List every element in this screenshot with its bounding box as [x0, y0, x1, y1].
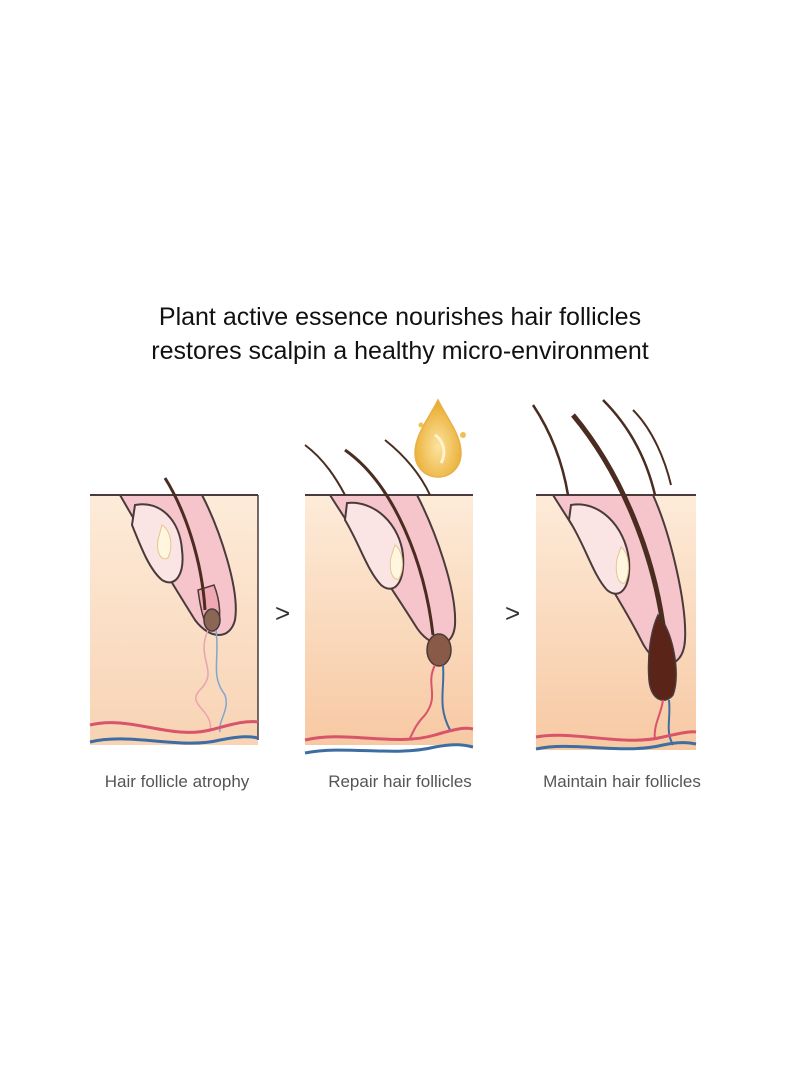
artery-band [535, 730, 697, 742]
vein-band [535, 741, 697, 751]
gland-core [615, 546, 629, 584]
dermal-papilla [203, 608, 221, 632]
hair-shaft-2 [304, 444, 346, 496]
arrow-right-icon: > [275, 598, 291, 628]
headline-line-2: restores scalpin a healthy micro-environ… [151, 337, 649, 365]
artery-band [304, 726, 474, 742]
hair-shaft-3 [384, 439, 431, 496]
hair-shaft-1 [344, 448, 435, 636]
follicle-repair-illustration [304, 398, 474, 755]
artery [408, 664, 436, 741]
gland-core [389, 544, 403, 580]
hair-shaft-thick [571, 413, 666, 626]
vein-band [89, 735, 259, 745]
caption-hair-follicle-atrophy: Hair follicle atrophy [104, 772, 250, 791]
dermal-papilla [647, 613, 677, 701]
hair-shaft-2 [531, 404, 570, 496]
essence-drop-icon [414, 398, 466, 478]
caption-repair-hair-follicles: Repair hair follicles [328, 772, 472, 791]
follicle-maintain-illustration [531, 399, 697, 751]
thin-vein [215, 629, 227, 733]
vein [667, 699, 674, 746]
gland-core [157, 524, 172, 560]
dermal-papilla [426, 633, 452, 667]
sebaceous-gland [567, 503, 631, 595]
artery [653, 699, 664, 741]
hair-shaft-3 [602, 399, 657, 496]
headline: Plant active essence nourishes hair foll… [0, 300, 800, 368]
vein-band [304, 743, 474, 755]
hair-shaft-4 [632, 409, 672, 486]
artery-band [89, 720, 259, 734]
headline-line-1: Plant active essence nourishes hair foll… [158, 303, 642, 331]
hair-shaft [163, 477, 207, 611]
follicle-atrophy-illustration [89, 477, 259, 745]
sebaceous-gland [343, 501, 405, 590]
thin-artery [195, 629, 212, 733]
caption-maintain-hair-follicles: Maintain hair follicles [543, 772, 701, 791]
vein [441, 664, 451, 731]
arrow-right-icon: > [505, 598, 521, 628]
